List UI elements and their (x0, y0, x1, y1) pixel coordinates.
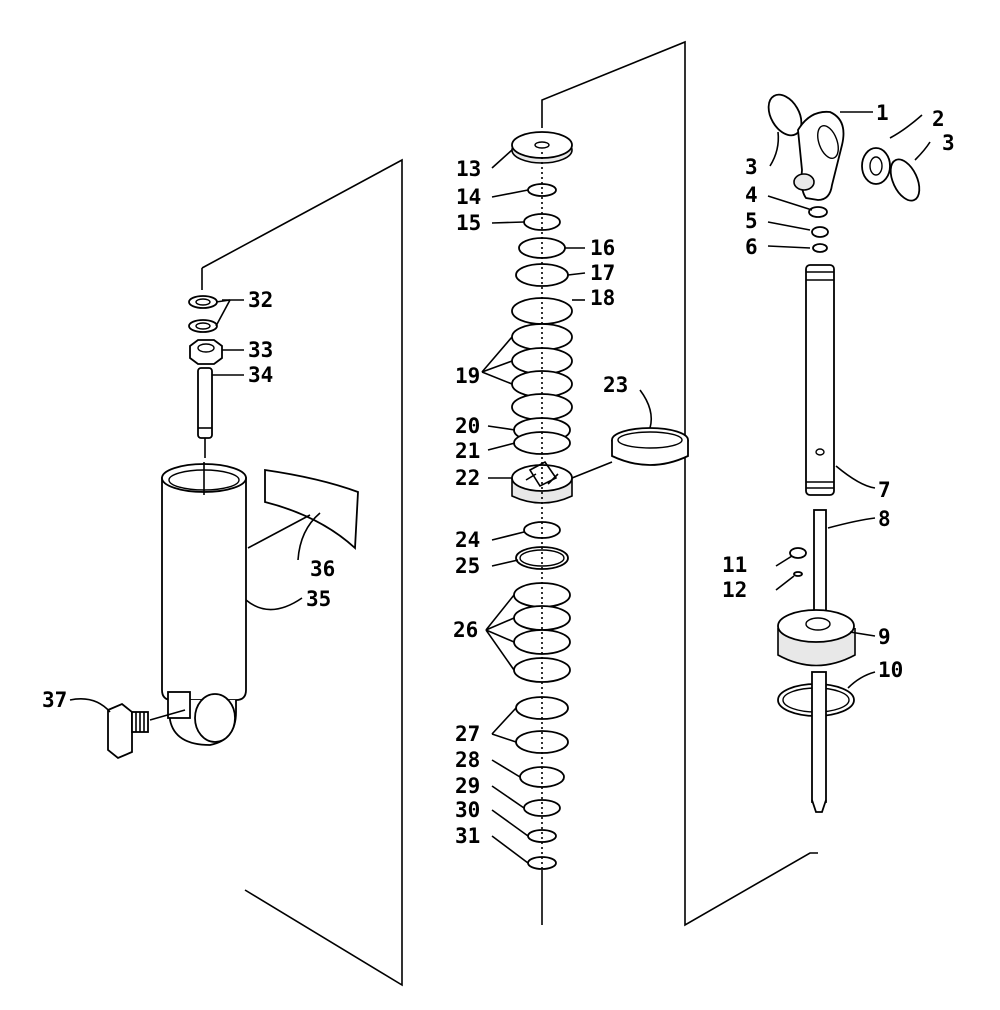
callout-27: 27 (455, 722, 480, 746)
callout-21: 21 (455, 439, 480, 463)
callout-34: 34 (248, 363, 273, 387)
rod-8-and-head-9 (777, 509, 856, 813)
callout-36: 36 (310, 557, 335, 581)
callout-19: 19 (455, 364, 480, 388)
leader-lines (69, 111, 931, 864)
shaft-7 (805, 264, 835, 496)
callout-6: 6 (745, 235, 758, 259)
callout-3-left: 3 (745, 155, 758, 179)
nut-33 (189, 339, 223, 365)
callout-31: 31 (455, 824, 480, 848)
fitting-37 (107, 702, 186, 760)
callout-16: 16 (590, 236, 615, 260)
callout-12: 12 (722, 578, 747, 602)
label-sticker-36 (247, 468, 359, 561)
callout-18: 18 (590, 286, 615, 310)
panel-middle (541, 40, 818, 927)
callout-17: 17 (590, 261, 615, 285)
callout-13: 13 (456, 157, 481, 181)
callout-33: 33 (248, 338, 273, 362)
washers-32 (188, 295, 218, 333)
callout-35: 35 (306, 587, 331, 611)
callout-2: 2 (932, 107, 945, 131)
callout-5: 5 (745, 209, 758, 233)
valve-shim-stack (511, 131, 689, 870)
callout-23: 23 (603, 373, 628, 397)
callout-37: 37 (42, 688, 67, 712)
callout-4: 4 (745, 183, 758, 207)
callout-20: 20 (455, 414, 480, 438)
callout-8: 8 (878, 507, 891, 531)
callout-26: 26 (453, 618, 478, 642)
callout-15: 15 (456, 211, 481, 235)
callout-25: 25 (455, 554, 480, 578)
eyelet-assembly (767, 93, 921, 253)
callout-labels: 1 2 3 3 4 5 6 7 8 9 10 11 12 13 14 15 16… (42, 101, 955, 848)
callout-22: 22 (455, 466, 480, 490)
reservoir-body-35 (161, 462, 247, 746)
pin-34 (197, 367, 213, 458)
callout-7: 7 (878, 478, 891, 502)
callout-30: 30 (455, 798, 480, 822)
panel-left (201, 158, 403, 987)
callout-28: 28 (455, 748, 480, 772)
callout-1: 1 (876, 101, 889, 125)
callout-29: 29 (455, 774, 480, 798)
callout-14: 14 (456, 185, 481, 209)
callout-10: 10 (878, 658, 903, 682)
callout-32: 32 (248, 288, 273, 312)
callout-3-right: 3 (942, 131, 955, 155)
callout-11: 11 (722, 553, 747, 577)
callout-9: 9 (878, 625, 891, 649)
callout-24: 24 (455, 528, 480, 552)
